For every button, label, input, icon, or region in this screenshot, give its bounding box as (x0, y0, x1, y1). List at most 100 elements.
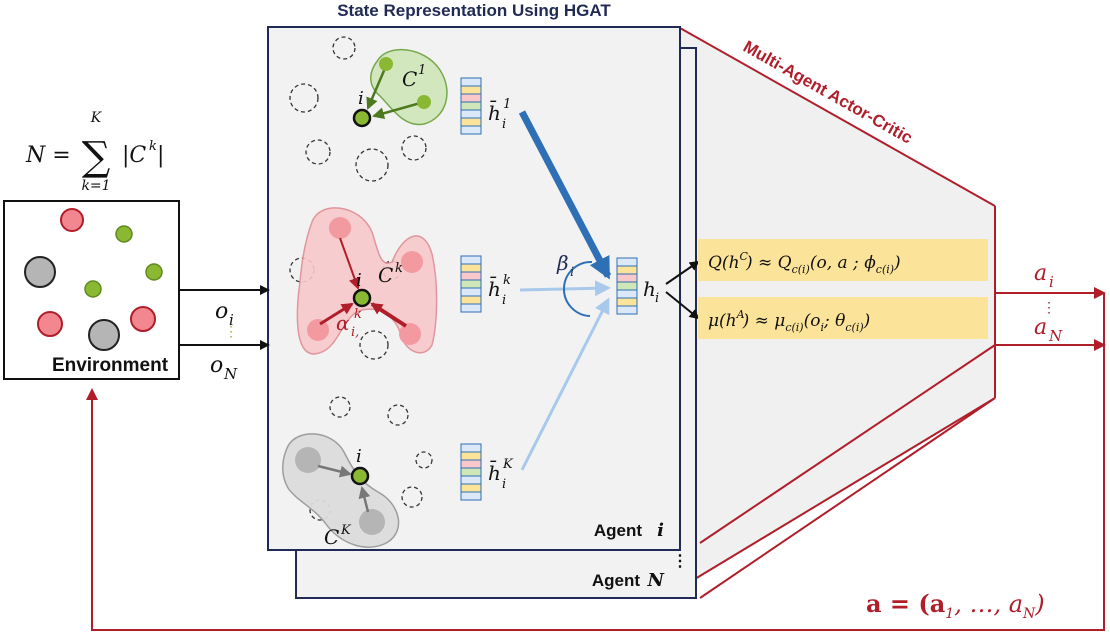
h1-label: h̄ (488, 100, 501, 125)
embedding-cell (460, 117, 482, 127)
env-agent-red (37, 311, 63, 337)
hi-label: h (643, 277, 656, 301)
joint-close: ) (1034, 590, 1044, 618)
cluster-c1: i C 1 (352, 48, 448, 128)
mu-close: ) (863, 311, 871, 331)
node-i-label: i (356, 446, 362, 467)
joint-subn: N (1022, 606, 1036, 622)
env-agent-green (84, 280, 102, 298)
embedding-cell (460, 263, 482, 273)
embedding-cell (460, 451, 482, 461)
h1-sub: i (502, 117, 506, 132)
embedding-vector-h (616, 257, 638, 315)
cluster-cK: i C K (282, 433, 400, 549)
q-sub: c(i) (792, 263, 810, 276)
actor-formula: μ(hA) ≈ μc(i)(oi; θc(i)) (708, 308, 870, 334)
environment-box: Environment (3, 200, 180, 380)
embedding-cell (460, 77, 482, 87)
formula-sum-top: K (90, 110, 103, 126)
c1-sup: 1 (418, 63, 426, 78)
cluster-ck: i C k α i, k (296, 207, 438, 355)
embedding-cell (460, 467, 482, 477)
embedding-cell (460, 125, 482, 135)
agent-node-i (350, 466, 370, 486)
hi-sub: i (655, 291, 659, 306)
mu-args: (o (804, 311, 821, 331)
feedback-loop (86, 293, 1105, 631)
hK-sup: K (502, 457, 514, 472)
q-sup: C (740, 250, 749, 263)
hk-sup: k (503, 273, 511, 288)
env-agent-gray (88, 319, 120, 351)
mu-sup: A (736, 308, 745, 321)
embedding-cell (460, 255, 482, 265)
joint-sub1: 1 (945, 606, 954, 622)
embedding-cell (460, 483, 482, 493)
diagram-title: State Representation Using HGAT (337, 1, 611, 20)
ck-sup: k (395, 261, 403, 276)
q-part2: ) ≈ Q (745, 253, 792, 273)
hk-label: h̄ (488, 276, 501, 301)
embedding-cell (460, 459, 482, 469)
embedding-cell (460, 109, 482, 119)
embedding-cell (460, 303, 482, 313)
agent-n-var: N (647, 570, 666, 591)
formula-term: |C (122, 143, 146, 168)
embedding-cell (616, 289, 638, 299)
embedding-cell (460, 491, 482, 501)
q-args: (o, a ; ϕ (810, 253, 876, 273)
embedding-cell (460, 295, 482, 305)
mu-sub: c(i) (785, 321, 803, 334)
action-a-n: a (1034, 315, 1047, 340)
env-agent-red (60, 208, 84, 232)
embedding-cell (460, 443, 482, 453)
mu-args-sub: i (820, 321, 824, 334)
mu-part2: ) ≈ μ (742, 311, 786, 331)
alpha-sub: i, (351, 325, 359, 340)
hi-to-mu-arrow (665, 291, 700, 320)
sum-symbol: ∑ (82, 134, 111, 180)
formula-sum-bottom: k=1 (81, 178, 110, 194)
joint-mid: , …, a (954, 590, 1023, 618)
formula-term-close: | (157, 143, 164, 168)
agent-n-label: Agent (592, 571, 641, 590)
action-a-i: a (1034, 261, 1047, 286)
mu-part1: μ(h (708, 311, 737, 331)
obs-i-sub: i (229, 311, 234, 329)
alpha-label: α (336, 311, 350, 335)
beta-sub: i (570, 265, 574, 280)
beta-arc (563, 260, 593, 317)
node-i-label: i (358, 88, 364, 109)
critic-box (698, 239, 988, 281)
alpha-sup: k (354, 307, 362, 322)
beta-label: β (556, 251, 569, 275)
formula-term-sup: k (149, 139, 157, 154)
q-close: ) (893, 253, 901, 273)
embedding-vector-k (460, 255, 482, 313)
joint-part1: a = (a (866, 589, 945, 618)
mu-sub-theta: c(i) (845, 321, 863, 334)
embedding-cell (616, 297, 638, 307)
actor-box (698, 297, 988, 339)
hK-label: h̄ (488, 460, 501, 485)
q-part1: Q(h (708, 253, 740, 273)
env-agent-green (145, 263, 163, 281)
embedding-cell (616, 305, 638, 315)
formula-lhs: N = (25, 143, 71, 168)
hk-sub: i (502, 293, 506, 308)
agent-i-var: i (657, 520, 664, 541)
agent-i-label: Agent (594, 521, 643, 540)
env-agent-red (130, 306, 156, 332)
embedding-cell (616, 265, 638, 275)
hi-to-q-arrow (665, 260, 700, 285)
agent-node-i (352, 108, 372, 128)
embedding-cell (616, 257, 638, 267)
c1-label: C (402, 67, 417, 91)
embedding-cell (460, 271, 482, 281)
obs-n-sub: N (223, 365, 238, 383)
action-dots: ⋮ (1042, 300, 1056, 316)
embedding-cell (460, 93, 482, 103)
embedding-cell (460, 475, 482, 485)
obs-dots: ⋮ (224, 324, 238, 340)
